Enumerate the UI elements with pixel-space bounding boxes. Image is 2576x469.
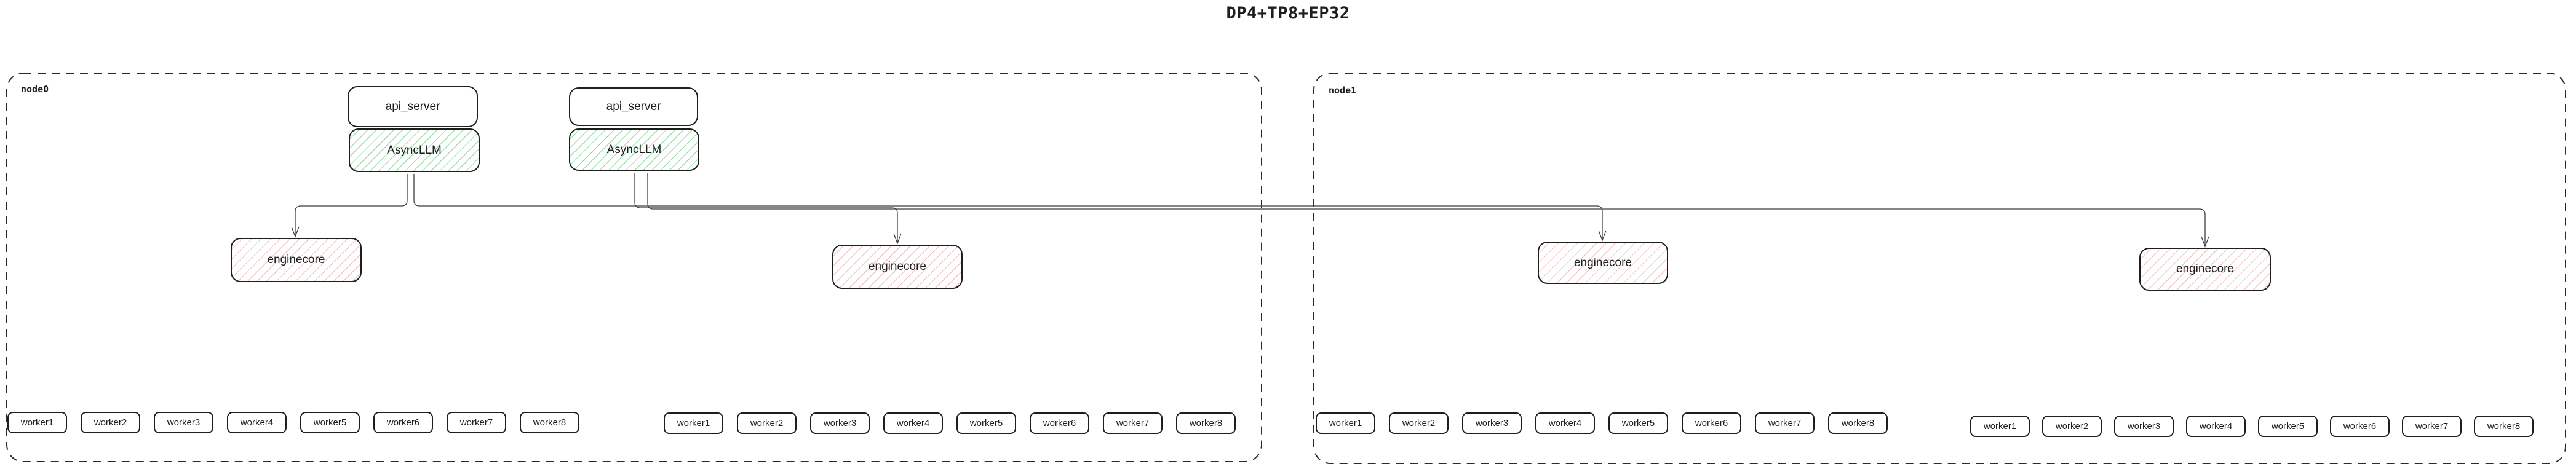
enginecore-3-label: enginecore [1573, 256, 1632, 269]
worker-box: worker4 [883, 412, 943, 434]
worker-label: worker2 [93, 417, 127, 428]
edge-asyncllm1-enginecore3 [413, 174, 1603, 240]
worker-label: worker5 [1621, 418, 1655, 428]
worker-label: worker3 [167, 417, 201, 428]
worker-label: worker8 [533, 417, 566, 428]
worker-label: worker5 [969, 418, 1003, 428]
enginecore-4-label: enginecore [2176, 262, 2235, 275]
worker-box: worker3 [2114, 416, 2174, 437]
worker-label: worker4 [240, 417, 274, 428]
asyncllm-2-box: AsyncLLM [569, 128, 699, 171]
worker-box: worker8 [1828, 412, 1888, 434]
worker-label: worker6 [1043, 418, 1076, 428]
worker-box: worker8 [2474, 416, 2534, 437]
worker-label: worker8 [1189, 418, 1223, 428]
worker-box: worker6 [1030, 412, 1089, 434]
worker-box: worker7 [1755, 412, 1815, 434]
worker-box: worker2 [2042, 416, 2102, 437]
worker-label: worker2 [2055, 421, 2089, 432]
worker-label: worker8 [2487, 421, 2521, 432]
worker-box: worker4 [2186, 416, 2246, 437]
diagram-title: DP4+TP8+EP32 [1226, 4, 1350, 23]
worker-box: worker8 [520, 412, 579, 433]
worker-label: worker6 [2343, 421, 2377, 432]
worker-label: worker1 [677, 418, 710, 428]
asyncllm-2-label: AsyncLLM [606, 143, 662, 156]
worker-box: worker5 [1608, 412, 1668, 434]
enginecore-2-label: enginecore [868, 260, 927, 273]
enginecore-3-box: enginecore [1538, 242, 1668, 284]
worker-label: worker4 [896, 418, 930, 428]
worker-label: worker5 [313, 417, 347, 428]
worker-box: worker6 [373, 412, 433, 433]
worker-label: worker7 [2415, 421, 2449, 432]
worker-box: worker8 [1176, 412, 1236, 434]
arrowhead-enginecore4 [2201, 236, 2209, 248]
worker-box: worker3 [154, 412, 213, 433]
asyncllm-1-box: AsyncLLM [349, 128, 480, 172]
worker-box: worker1 [7, 412, 67, 433]
worker-label: worker6 [386, 417, 420, 428]
asyncllm-1-label: AsyncLLM [387, 143, 442, 157]
api-server-1-box: api_server [348, 86, 478, 127]
worker-group-4: worker1 worker2 worker3 worker4 worker5 … [1970, 416, 2534, 437]
worker-label: worker3 [823, 418, 857, 428]
arrowhead-enginecore1 [291, 226, 300, 238]
worker-label: worker5 [2271, 421, 2305, 432]
node1-label: node1 [1329, 85, 1357, 96]
arrowhead-enginecore2 [893, 233, 902, 245]
worker-box: worker4 [1535, 412, 1595, 434]
worker-box: worker4 [227, 412, 287, 433]
worker-box: worker6 [2330, 416, 2390, 437]
worker-box: worker2 [1389, 412, 1449, 434]
worker-label: worker7 [1768, 418, 1802, 428]
worker-label: worker1 [1329, 418, 1362, 428]
enginecore-4-box: enginecore [2139, 248, 2271, 291]
worker-box: worker2 [81, 412, 140, 433]
arrowhead-enginecore3 [1598, 230, 1607, 242]
node0-label: node0 [21, 84, 49, 95]
worker-group-2: worker1 worker2 worker3 worker4 worker5 … [664, 412, 1236, 434]
worker-box: worker5 [2258, 416, 2318, 437]
api-server-2-label: api_server [606, 100, 661, 113]
worker-label: worker6 [1695, 418, 1728, 428]
worker-box: worker5 [300, 412, 360, 433]
worker-box: worker7 [2402, 416, 2462, 437]
worker-group-1: worker1 worker2 worker3 worker4 worker5 … [7, 412, 579, 433]
worker-label: worker1 [1983, 421, 2017, 432]
node1-border [1313, 73, 2566, 464]
worker-label: worker4 [1548, 418, 1582, 428]
edge-asyncllm2-enginecore4 [647, 173, 2206, 246]
worker-label: worker3 [1475, 418, 1509, 428]
enginecore-1-label: enginecore [267, 253, 325, 266]
worker-label: worker4 [2199, 421, 2233, 432]
edge-asyncllm2-enginecore2 [634, 173, 898, 243]
worker-label: worker2 [1402, 418, 1436, 428]
enginecore-2-box: enginecore [832, 245, 963, 289]
worker-label: worker3 [2127, 421, 2161, 432]
worker-box: worker2 [737, 412, 797, 434]
worker-label: worker1 [20, 417, 54, 428]
worker-label: worker7 [459, 417, 493, 428]
worker-label: worker7 [1116, 418, 1150, 428]
node0-border [6, 73, 1262, 462]
worker-box: worker5 [956, 412, 1016, 434]
worker-box: worker3 [1462, 412, 1522, 434]
worker-group-3: worker1 worker2 worker3 worker4 worker5 … [1316, 412, 1888, 434]
edge-asyncllm1-enginecore1 [295, 174, 408, 236]
worker-box: worker6 [1682, 412, 1741, 434]
api-server-1-label: api_server [385, 100, 440, 113]
worker-box: worker7 [1103, 412, 1163, 434]
worker-label: worker8 [1841, 418, 1875, 428]
worker-box: worker1 [664, 412, 723, 434]
worker-label: worker2 [750, 418, 784, 428]
worker-box: worker1 [1316, 412, 1375, 434]
enginecore-1-box: enginecore [231, 238, 362, 282]
worker-box: worker7 [447, 412, 506, 433]
worker-box: worker3 [810, 412, 870, 434]
worker-box: worker1 [1970, 416, 2030, 437]
api-server-2-box: api_server [569, 87, 698, 126]
